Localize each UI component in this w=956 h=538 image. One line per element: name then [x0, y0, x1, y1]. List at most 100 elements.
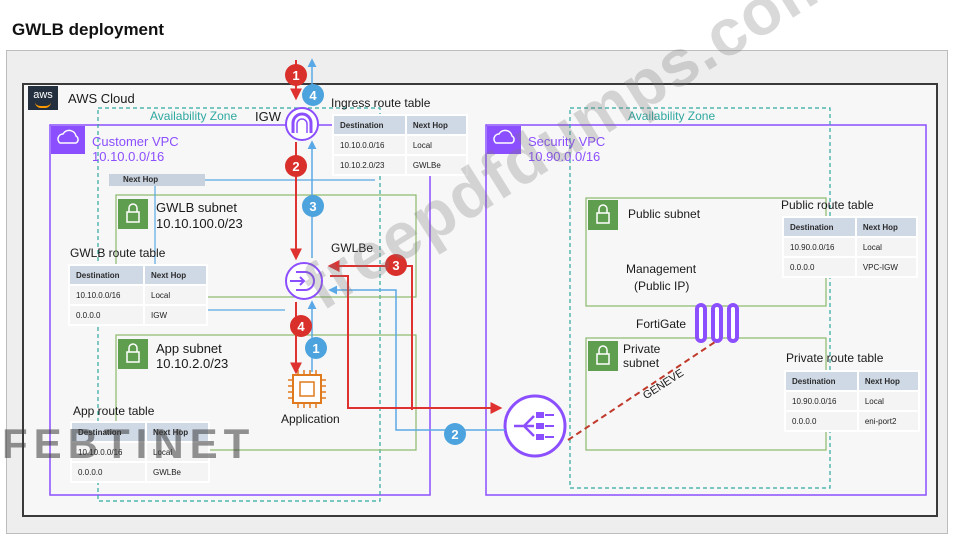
app-row-2-destination: 0.0.0.0	[70, 461, 147, 483]
gwlb-row-2-nexthop: IGW	[143, 304, 208, 326]
igw-icon	[285, 107, 319, 141]
private-row-1-nexthop: Local	[856, 390, 921, 412]
private-route-table-title: Private route table	[786, 351, 884, 365]
blue-route-outline	[154, 179, 375, 311]
customer-vpc-icon	[51, 126, 85, 154]
gwlb-row-1-destination: 10.10.0.0/16	[68, 284, 145, 306]
red-flow-gwlb-to-gwlbe	[327, 260, 413, 410]
public-row-1-destination: 10.90.0.0/16	[782, 236, 857, 258]
fortigate-label: FortiGate	[636, 317, 687, 331]
blue-step-marker-1-text: 1	[312, 341, 319, 356]
gwlb-row-1-nexthop: Local	[143, 284, 208, 306]
availability-zone-left-label: Availability Zone	[150, 109, 238, 123]
gwlb-route-table-title: GWLB route table	[70, 246, 166, 260]
red-step-marker-3: 3	[385, 254, 407, 276]
availability-zone-left	[97, 107, 381, 502]
public-row-2-destination: 0.0.0.0	[782, 256, 857, 278]
private-subnet-lock-icon	[588, 341, 618, 371]
gwlb-header-nexthop: Next Hop	[143, 264, 208, 286]
public-row-1-nexthop: Local	[854, 236, 919, 258]
red-step-marker-2: 2	[285, 155, 307, 177]
app-route-table-title: App route table	[73, 404, 155, 418]
ingress-row-2-destination: 10.10.2.0/23	[332, 154, 407, 176]
customer-vpc-boundary	[49, 124, 431, 496]
blue-step-marker-4: 4	[302, 84, 324, 106]
public-ip-label: (Public IP)	[634, 279, 690, 293]
blue-step-marker-2-text: 2	[451, 427, 458, 442]
aws-logo-smile	[35, 102, 51, 108]
public-subnet-lock-icon	[588, 200, 618, 230]
aws-logo-text: aws	[33, 89, 53, 101]
igw-label: IGW	[255, 109, 281, 124]
gwlb-subnet-box	[115, 194, 417, 298]
private-header-destination: Destination	[784, 370, 859, 392]
customer-vpc-cidr: 10.10.0.0/16	[92, 149, 165, 164]
application-label: Application	[281, 412, 340, 426]
app-row-1-nexthop: Local	[145, 441, 210, 463]
app-subnet-lock-icon	[118, 339, 148, 369]
page-title: GWLB deployment	[12, 20, 165, 39]
application-chip-icon	[288, 370, 326, 408]
blue-step-marker-3: 3	[302, 195, 324, 217]
security-vpc-name: Security VPC	[528, 134, 606, 149]
gwlb-subnet-lock-icon	[118, 199, 148, 229]
ingress-row-1-nexthop: Local	[404, 134, 469, 156]
security-vpc-cidr: 10.90.0.0/16	[528, 149, 601, 164]
red-step-marker-1-text: 1	[292, 68, 299, 83]
ingress-header-nexthop: Next Hop	[404, 114, 469, 136]
private-row-2-nexthop: eni-port2	[856, 410, 921, 432]
ingress-row-2-nexthop: GWLBe	[404, 154, 469, 176]
aws-cloud-label: AWS Cloud	[68, 91, 135, 106]
app-subnet-name: App subnet	[156, 341, 222, 356]
public-header-destination: Destination	[782, 216, 857, 238]
app-header-nexthop: Next Hop	[145, 421, 210, 443]
gwlb-icon	[503, 394, 567, 458]
app-row-1-destination: 10.10.0.0/16	[70, 441, 147, 463]
gwlb-row-2-destination: 0.0.0.0	[68, 304, 145, 326]
private-row-1-destination: 10.90.0.0/16	[784, 390, 859, 412]
public-subnet-name: Public subnet	[628, 207, 701, 221]
private-row-2-destination: 0.0.0.0	[784, 410, 859, 432]
ingress-header-destination: Destination	[332, 114, 407, 136]
gwlb-subnet-name: GWLB subnet	[156, 200, 237, 215]
blue-step-marker-4-text: 4	[309, 88, 317, 103]
gwlb-header-destination: Destination	[68, 264, 145, 286]
brand-watermark: FEBTINET	[2, 420, 256, 467]
public-route-table-title: Public route table	[781, 198, 874, 212]
app-header-destination: Destination	[70, 421, 147, 443]
app-subnet-box	[115, 334, 417, 451]
red-flow-gwlbe-to-gwlb	[330, 275, 503, 414]
security-vpc-icon	[487, 126, 521, 154]
public-header-nexthop: Next Hop	[854, 216, 919, 238]
red-step-marker-1: 1	[285, 64, 307, 86]
red-step-marker-4: 4	[290, 315, 312, 337]
private-subnet-line2: subnet	[623, 356, 660, 370]
gwlb-subnet-cidr: 10.10.100.0/23	[156, 216, 243, 231]
gwlbe-icon	[285, 262, 323, 300]
fortigate-instances-icon	[695, 303, 739, 343]
next-hop-stub-header: Next Hop	[109, 174, 205, 186]
private-subnet-line1: Private	[623, 342, 661, 356]
aws-logo: aws	[28, 86, 58, 110]
blue-step-marker-3-text: 3	[309, 199, 316, 214]
ingress-row-1-destination: 10.10.0.0/16	[332, 134, 407, 156]
ingress-route-table-title: Ingress route table	[331, 96, 431, 110]
blue-step-marker-1: 1	[305, 337, 327, 359]
app-row-2-nexthop: GWLBe	[145, 461, 210, 483]
security-vpc-boundary	[485, 124, 927, 496]
app-subnet-cidr: 10.10.2.0/23	[156, 356, 229, 371]
red-step-marker-2-text: 2	[292, 159, 299, 174]
availability-zone-right	[569, 107, 831, 489]
private-header-nexthop: Next Hop	[856, 370, 921, 392]
blue-step-marker-2: 2	[444, 423, 466, 445]
red-step-marker-3-text: 3	[392, 258, 399, 273]
gwlbe-label: GWLBe	[331, 241, 374, 255]
public-row-2-nexthop: VPC-IGW	[854, 256, 919, 278]
